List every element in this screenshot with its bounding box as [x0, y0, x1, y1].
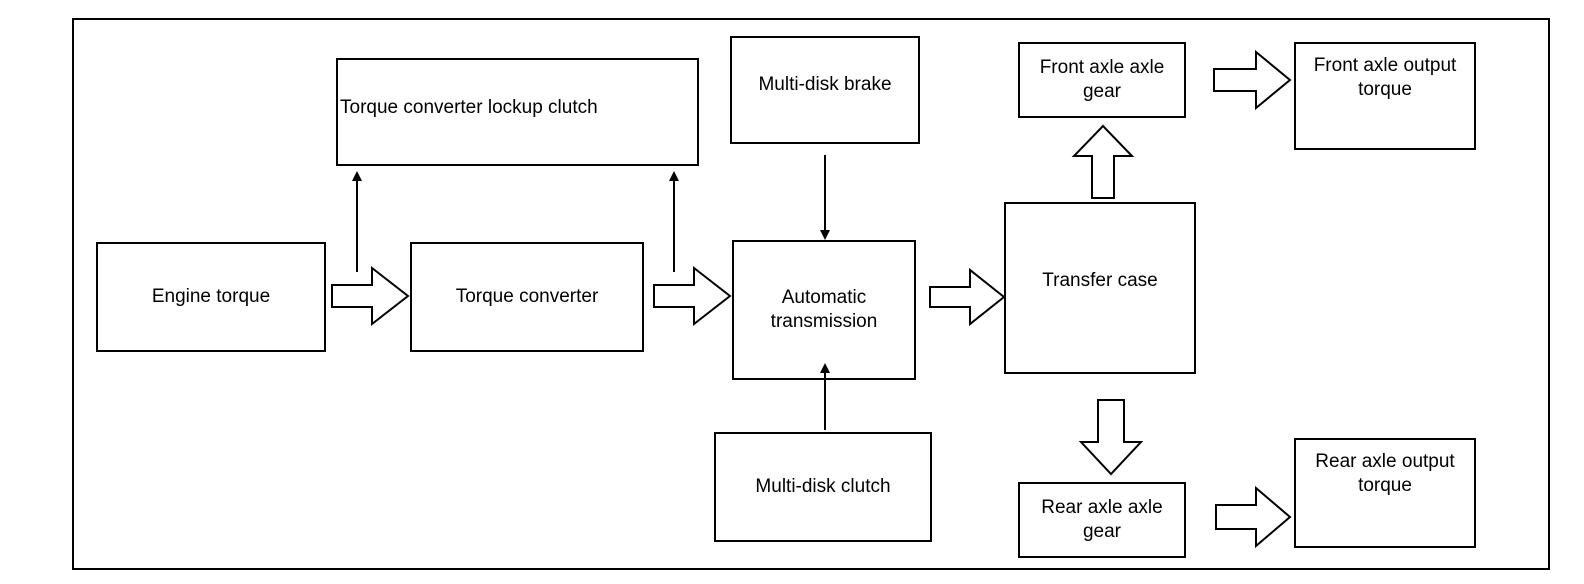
- box-front-axle-gear: Front axle axle gear: [1018, 42, 1186, 118]
- label-transfer-case: Transfer case: [1042, 270, 1158, 291]
- label-multi-disk-clutch: Multi-disk clutch: [755, 476, 891, 497]
- box-torque-converter: Torque converter: [410, 242, 644, 352]
- box-rear-output: Rear axle output torque: [1294, 438, 1476, 548]
- box-multi-disk-brake: Multi-disk brake: [730, 36, 920, 144]
- diagram-frame: [72, 18, 1550, 570]
- box-multi-disk-clutch: Multi-disk clutch: [714, 432, 932, 542]
- label-front-axle-gear: Front axle axle gear: [1039, 57, 1165, 102]
- block-arrow-front-gear-to-output: [1213, 49, 1292, 111]
- box-lockup-clutch: Torque converter lockup clutch: [336, 58, 699, 166]
- box-front-output: Front axle output torque: [1294, 42, 1476, 150]
- label-rear-output: Rear axle output torque: [1315, 451, 1455, 496]
- block-arrow-transfer-to-front-gear: [1071, 124, 1135, 199]
- label-lockup-clutch: Torque converter lockup clutch: [340, 97, 598, 118]
- box-transfer-case: Transfer case: [1004, 202, 1196, 374]
- box-automatic-transmission: Automatic transmission: [732, 240, 916, 380]
- label-automatic-transmission: Automatic transmission: [770, 287, 878, 332]
- block-arrow-converter-to-transmission: [653, 265, 732, 327]
- label-rear-axle-gear: Rear axle axle gear: [1041, 497, 1163, 542]
- block-arrow-rear-gear-to-output: [1215, 485, 1292, 549]
- label-front-output: Front axle output torque: [1313, 55, 1457, 100]
- box-engine-torque: Engine torque: [96, 242, 326, 352]
- box-rear-axle-gear: Rear axle axle gear: [1018, 482, 1186, 558]
- block-arrow-transfer-to-rear-gear: [1078, 399, 1144, 476]
- label-torque-converter: Torque converter: [455, 286, 599, 307]
- block-arrow-transmission-to-transfer: [929, 267, 1006, 327]
- label-multi-disk-brake: Multi-disk brake: [758, 74, 892, 95]
- block-arrow-engine-to-converter: [331, 265, 410, 327]
- label-engine-torque: Engine torque: [151, 286, 271, 307]
